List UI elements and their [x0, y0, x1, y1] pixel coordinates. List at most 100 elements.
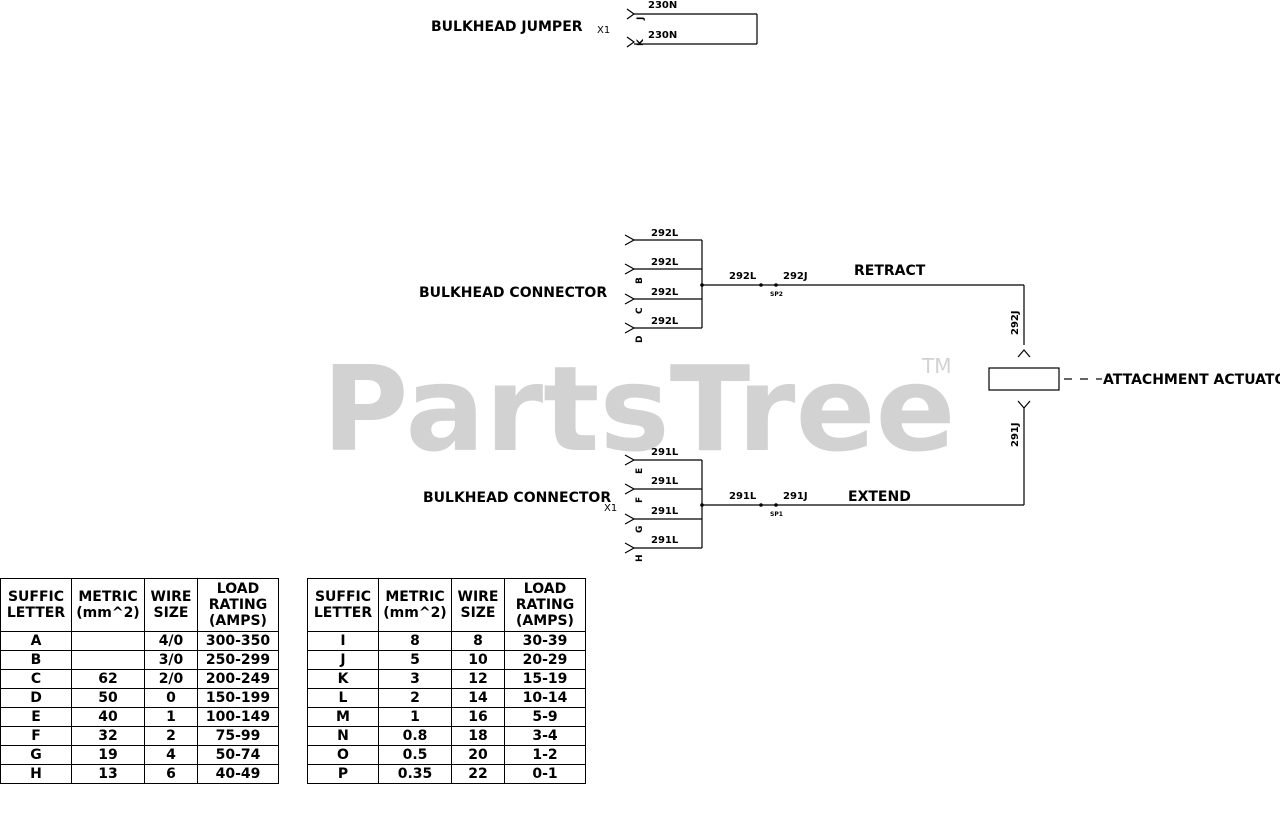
extend-connector-wiring — [624, 408, 1025, 554]
cell-suffix-letter: B — [0, 650, 72, 670]
cell-metric: 62 — [71, 669, 145, 689]
cell-load-rating: 0-1 — [504, 764, 586, 784]
cell-metric — [71, 650, 145, 670]
extend-pin-f: F — [635, 497, 645, 503]
extend-splice-id: SP1 — [770, 511, 783, 518]
retract-function-label: RETRACT — [854, 263, 926, 279]
cell-load-rating: 150-199 — [197, 688, 279, 708]
cell-wire-size: 1 — [144, 707, 198, 727]
header-metric: METRIC(mm^2) — [378, 578, 452, 632]
jumper-wiring — [626, 8, 758, 48]
jumper-label: BULKHEAD JUMPER — [431, 19, 583, 35]
jumper-wire-2: 230N — [648, 30, 677, 41]
retract-vertical-wire: 292J — [1010, 310, 1021, 335]
cell-wire-size: 4/0 — [144, 631, 198, 651]
cell-suffix-letter: G — [0, 745, 72, 765]
retract-splice-id: SP2 — [770, 291, 783, 298]
retract-pin-b: B — [635, 277, 645, 284]
cell-wire-size: 14 — [451, 688, 505, 708]
cell-load-rating: 200-249 — [197, 669, 279, 689]
cell-load-rating: 3-4 — [504, 726, 586, 746]
extend-splice-in: 291L — [729, 491, 757, 502]
cell-metric: 3 — [378, 669, 452, 689]
cell-metric: 50 — [71, 688, 145, 708]
extend-vertical-wire: 291J — [1010, 422, 1021, 447]
jumper-wire-1: 230N — [648, 0, 677, 11]
extend-wire-3: 291L — [651, 506, 679, 517]
cell-wire-size: 22 — [451, 764, 505, 784]
cell-suffix-letter: F — [0, 726, 72, 746]
cell-wire-size: 2/0 — [144, 669, 198, 689]
cell-suffix-letter: N — [307, 726, 379, 746]
cell-wire-size: 18 — [451, 726, 505, 746]
cell-metric: 0.8 — [378, 726, 452, 746]
cell-load-rating: 10-14 — [504, 688, 586, 708]
extend-wire-1: 291L — [651, 447, 679, 458]
cell-suffix-letter: C — [0, 669, 72, 689]
cell-metric: 1 — [378, 707, 452, 727]
cell-metric: 32 — [71, 726, 145, 746]
cell-metric: 0.35 — [378, 764, 452, 784]
retract-splice-out: 292J — [783, 271, 808, 282]
extend-function-label: EXTEND — [848, 489, 911, 505]
cell-load-rating: 75-99 — [197, 726, 279, 746]
cell-suffix-letter: J — [307, 650, 379, 670]
cell-wire-size: 16 — [451, 707, 505, 727]
cell-load-rating: 250-299 — [197, 650, 279, 670]
extend-wire-2: 291L — [651, 476, 679, 487]
cell-suffix-letter: H — [0, 764, 72, 784]
cell-load-rating: 100-149 — [197, 707, 279, 727]
retract-connector-wiring — [624, 234, 1025, 345]
cell-suffix-letter: O — [307, 745, 379, 765]
cell-suffix-letter: M — [307, 707, 379, 727]
cell-load-rating: 50-74 — [197, 745, 279, 765]
cell-suffix-letter: L — [307, 688, 379, 708]
retract-wire-2: 292L — [651, 257, 679, 268]
cell-wire-size: 3/0 — [144, 650, 198, 670]
retract-splice-in: 292L — [729, 271, 757, 282]
cell-wire-size: 4 — [144, 745, 198, 765]
extend-wire-4: 291L — [651, 535, 679, 546]
watermark: PartsTree — [322, 340, 956, 478]
extend-connector-label: BULKHEAD CONNECTOR — [423, 490, 611, 506]
cell-wire-size: 2 — [144, 726, 198, 746]
cell-load-rating: 5-9 — [504, 707, 586, 727]
retract-wire-4: 292L — [651, 316, 679, 327]
cell-load-rating: 15-19 — [504, 669, 586, 689]
cell-suffix-letter: A — [0, 631, 72, 651]
actuator-label: ATTACHMENT ACTUATOR — [1103, 372, 1280, 388]
cell-metric: 40 — [71, 707, 145, 727]
header-metric: METRIC(mm^2) — [71, 578, 145, 632]
retract-pin-c: C — [635, 307, 645, 314]
actuator-symbol — [988, 349, 1102, 409]
cell-metric: 8 — [378, 631, 452, 651]
cell-load-rating: 300-350 — [197, 631, 279, 651]
jumper-pin-k: K — [636, 38, 646, 46]
retract-wire-1: 292L — [651, 228, 679, 239]
cell-suffix-letter: E — [0, 707, 72, 727]
cell-metric: 13 — [71, 764, 145, 784]
extend-connector-id: X1 — [604, 503, 617, 514]
cell-suffix-letter: I — [307, 631, 379, 651]
